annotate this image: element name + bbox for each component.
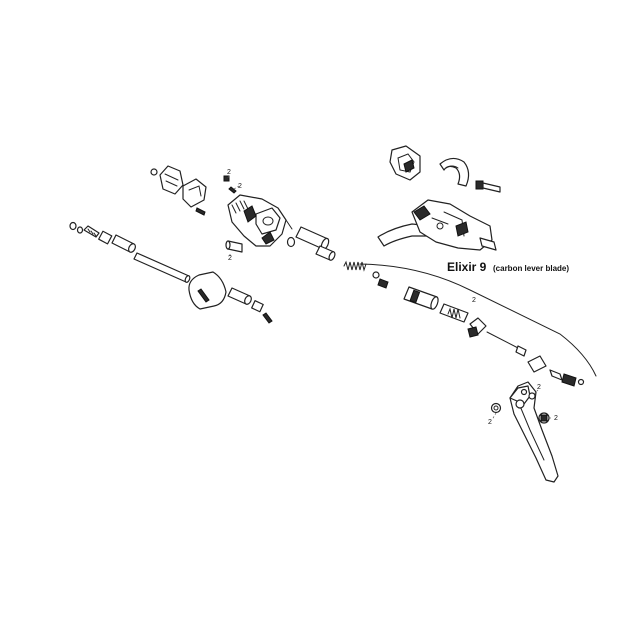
piston-band [409, 289, 421, 304]
assembled-lever [377, 199, 497, 251]
callout-pivot-washer-upper: 2 [537, 384, 541, 391]
hose-fitting-group [69, 221, 191, 283]
seal-spring [447, 307, 461, 319]
lever-adjuster [479, 237, 497, 251]
piston-assembly [295, 226, 597, 387]
compression-sleeve-end [128, 243, 136, 253]
matchmaker-clamp-shadow [403, 159, 415, 173]
boot-bolt [197, 288, 210, 303]
clamp-bolt-small [195, 207, 206, 216]
reservoir-cap-group [150, 165, 237, 216]
lever-reservoir-dark [413, 205, 431, 221]
adjuster-washer [577, 378, 585, 386]
set-screw [262, 312, 273, 324]
spring-seat [372, 271, 380, 279]
master-piston-end [430, 296, 439, 310]
brake-hose [133, 252, 190, 283]
bleed-screw-top [223, 175, 230, 182]
master-cylinder-body [225, 194, 296, 253]
clamp-bolt-head [475, 180, 484, 190]
push-rod-head [515, 345, 527, 357]
bleed-screw-pin [228, 186, 237, 194]
model-name: Elixir 9 [447, 260, 487, 274]
callout-bleed-fitting: 2 [228, 255, 232, 262]
pivot-washer-left [490, 402, 502, 414]
body-threads [231, 200, 249, 214]
adjuster-pin [549, 369, 563, 381]
olive-washer [69, 221, 77, 231]
body-leader [285, 219, 293, 230]
split-clamp [439, 157, 470, 187]
model-title: Elixir 9 (carbon lever blade) [447, 260, 569, 274]
callout-bleed-screw-top: 2 [227, 169, 231, 176]
body-shadow [243, 205, 257, 223]
hose-nut [98, 230, 113, 245]
push-rod [486, 331, 521, 350]
pivot-washer-upper [528, 392, 536, 400]
clamp-bolt-shaft [482, 182, 501, 193]
callout-bleed-screw-pin: 2 [238, 183, 242, 190]
body-shadow-2 [261, 231, 275, 245]
piston-bleed-cap [467, 326, 479, 338]
body-clamp [255, 207, 281, 235]
callout-piston-group: 2 [472, 297, 476, 304]
bleed-fitting-end [225, 240, 231, 250]
lever-blade-edge [519, 405, 545, 461]
model-variant: (carbon lever blade) [493, 264, 569, 273]
reservoir-cap-detail [164, 173, 179, 187]
adjuster-bushing [527, 355, 547, 373]
clamp-hardware-group [389, 145, 501, 193]
return-spring [343, 260, 367, 272]
bleed-port-washer [286, 236, 296, 248]
hose-cover-group [188, 271, 273, 324]
cap-oring [150, 168, 158, 176]
split-clamp-inner [445, 165, 459, 169]
clamp-band [182, 178, 207, 208]
lever-blade-group [490, 381, 559, 483]
small-oring [76, 226, 84, 234]
hose-boot [188, 271, 227, 310]
blade-upper-hole [520, 388, 528, 396]
reservoir-cap [159, 165, 184, 195]
group-bracket [359, 263, 597, 377]
body-clamp-hole [262, 216, 274, 226]
small-nut [251, 300, 264, 313]
lever-pivot [436, 222, 444, 230]
hose-nut-rear-end [244, 295, 252, 305]
adjuster-knob [561, 373, 577, 387]
barb-threads [87, 228, 97, 237]
clamp-band-inner [188, 185, 202, 197]
callout-labels: 2 2 2 2 2 2 2 [227, 169, 558, 426]
callout-pivot-washer-left: 2 [488, 419, 492, 426]
piston-seal [439, 303, 469, 323]
callout-pivot-bushing: 2 [554, 415, 558, 422]
pivot-bushing-core [540, 414, 548, 422]
leader-lines [227, 174, 553, 421]
spring-seat-cap [377, 278, 389, 289]
lever-clamp-dark [455, 221, 469, 237]
piston-collar-end [328, 251, 336, 261]
lever-body [411, 199, 493, 251]
pivot-washer-left-inner [493, 405, 499, 411]
blade-pivot-hole [515, 399, 525, 409]
brake-hose-end [184, 275, 191, 283]
